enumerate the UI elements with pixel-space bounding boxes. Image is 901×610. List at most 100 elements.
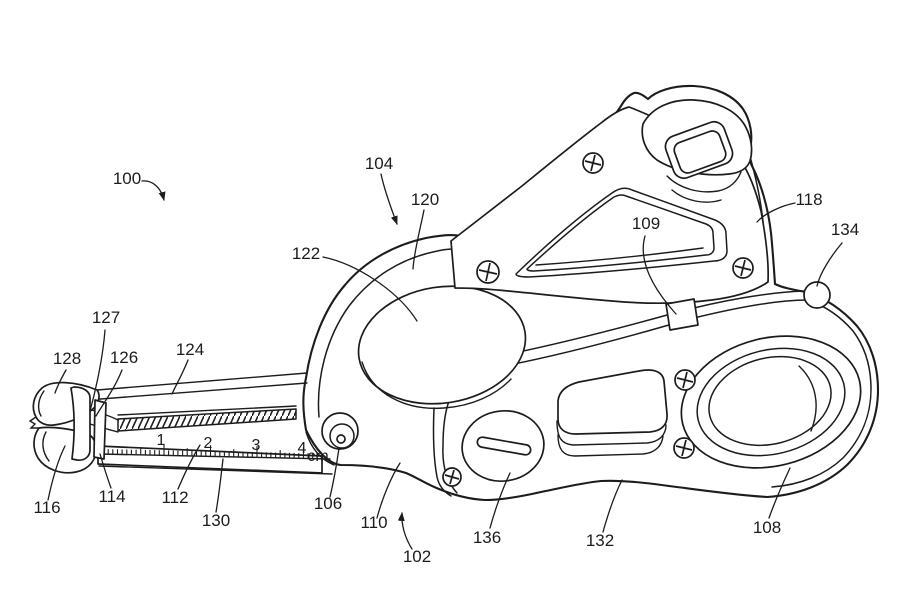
reference-label-106: 106 xyxy=(314,447,342,513)
leader-line xyxy=(489,472,511,529)
screws-upper xyxy=(476,152,754,284)
window-bevel-1 xyxy=(526,194,715,272)
reference-label-108: 108 xyxy=(753,467,791,537)
reference-label-116: 116 xyxy=(33,445,66,517)
screw-icon xyxy=(732,257,754,279)
label-text: 120 xyxy=(411,190,439,209)
label-text: 110 xyxy=(360,513,387,532)
reference-label-109: 109 xyxy=(632,214,677,315)
screw-icon xyxy=(674,369,696,391)
jaw-teeth xyxy=(28,416,39,429)
window-bevel-2 xyxy=(535,247,704,266)
leader-line xyxy=(177,444,201,490)
label-text: 109 xyxy=(632,214,660,233)
reel-circle xyxy=(357,285,527,405)
grip-ring xyxy=(696,347,846,457)
label-text: 128 xyxy=(53,349,81,368)
grip-inner-wall xyxy=(798,365,817,432)
reference-label-122: 122 xyxy=(292,244,418,322)
rack-hatch-strip xyxy=(117,408,297,432)
leader-line xyxy=(768,467,791,519)
leader-line xyxy=(89,329,106,412)
arm-top-bar-upper-edge xyxy=(59,372,308,394)
label-text: 108 xyxy=(753,518,781,537)
screws-lower xyxy=(442,369,696,487)
ruler-number-1: 1 xyxy=(157,432,166,449)
leader-line xyxy=(602,479,623,533)
window-outer xyxy=(515,187,728,278)
reference-label-120: 120 xyxy=(411,190,439,270)
label-text: 114 xyxy=(98,487,125,506)
ruler-bottom-edge xyxy=(98,465,333,475)
housing-right-end-inner-arc xyxy=(771,299,872,488)
reference-label-136: 136 xyxy=(473,472,511,547)
label-text: 102 xyxy=(403,547,431,566)
reference-label-126: 126 xyxy=(95,348,138,417)
label-text: 106 xyxy=(314,494,342,513)
ruler-scale-edge xyxy=(98,453,331,460)
leader-line xyxy=(642,235,677,315)
reference-label-110: 110 xyxy=(360,462,401,532)
screw-icon xyxy=(582,152,604,174)
grommet-inner xyxy=(329,423,355,449)
grip-hole xyxy=(708,355,832,447)
trigger-button xyxy=(641,99,753,203)
screw-icon xyxy=(476,260,500,284)
reference-label-132: 132 xyxy=(586,479,623,550)
leader-line xyxy=(322,256,418,322)
label-text: 122 xyxy=(292,244,320,263)
reference-label-112: 112 xyxy=(161,444,201,507)
cap-slot xyxy=(476,436,532,456)
rocker-stack-line-2 xyxy=(557,434,664,457)
leader-line xyxy=(141,180,166,201)
trigger-keycap-inner xyxy=(673,130,727,174)
triangular-window xyxy=(515,187,728,278)
ruler-number-2: 2 xyxy=(204,435,213,452)
reference-labels: 100 102 104 106 108 109 110 112 xyxy=(33,154,859,566)
label-text: 132 xyxy=(586,531,614,550)
reference-label-100: 100 xyxy=(113,169,166,201)
ruler-unit-label: cm xyxy=(307,448,328,465)
grip-bezel xyxy=(680,335,862,469)
reference-label-124: 124 xyxy=(171,340,204,395)
label-text: 136 xyxy=(473,528,501,547)
leader-line xyxy=(171,359,189,395)
reference-label-134: 134 xyxy=(816,220,859,287)
rack-top-edge xyxy=(117,405,297,416)
ruler-tick-marks xyxy=(102,444,314,459)
leader-line xyxy=(47,445,66,501)
ruler-number-3: 3 xyxy=(252,437,261,454)
leader-line xyxy=(215,458,224,513)
label-text: 127 xyxy=(92,308,120,327)
label-text: 124 xyxy=(176,340,204,359)
reference-label-104: 104 xyxy=(365,154,398,225)
reel-cover xyxy=(357,285,527,410)
leader-line xyxy=(329,447,340,498)
leader-line xyxy=(54,369,67,394)
grommet xyxy=(321,412,359,450)
reel-bottom-arc xyxy=(361,361,512,410)
measuring-arm: 1 2 3 4 cm xyxy=(59,372,335,475)
label-text: 118 xyxy=(795,190,822,209)
screw-icon xyxy=(673,437,695,459)
leader-line xyxy=(412,209,425,270)
rocker-stack-line-1 xyxy=(556,420,667,446)
reference-label-118: 118 xyxy=(756,190,823,223)
reference-label-114: 114 xyxy=(98,453,126,506)
label-text: 112 xyxy=(161,488,188,507)
jaw-front-plate xyxy=(70,386,91,461)
ruler: 1 2 3 4 cm xyxy=(97,432,333,475)
reference-label-130: 130 xyxy=(202,458,230,530)
leader-line xyxy=(397,512,413,550)
housing-inner-left-edge xyxy=(317,248,467,418)
slotted-cap xyxy=(461,410,545,482)
rocker-top-face xyxy=(557,369,668,435)
leader-line xyxy=(376,462,401,519)
grommet-pin xyxy=(336,434,346,444)
reference-label-102: 102 xyxy=(397,512,431,566)
ruler-number-4: 4 xyxy=(298,440,307,457)
housing-edge-over-arm xyxy=(305,431,335,466)
leader-line xyxy=(99,453,112,489)
